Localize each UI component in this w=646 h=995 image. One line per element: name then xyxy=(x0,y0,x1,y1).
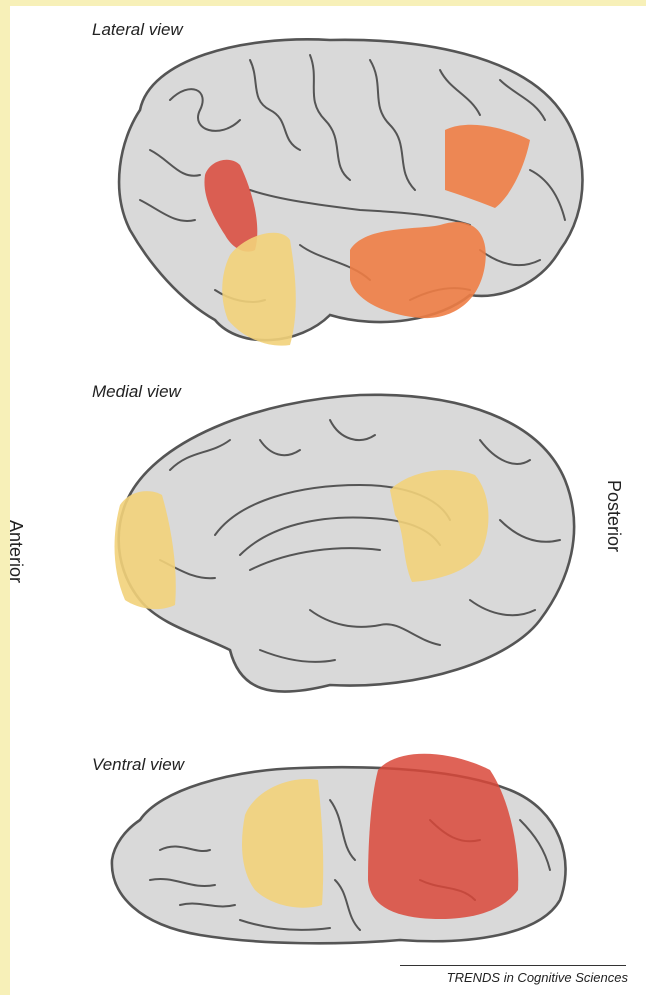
source-credit: TRENDS in Cognitive Sciences xyxy=(447,970,628,985)
footer-rule xyxy=(400,965,626,966)
ventral-brain-diagram xyxy=(0,0,646,960)
anterior-label: Anterior xyxy=(5,520,26,583)
posterior-label: Posterior xyxy=(603,480,624,552)
ventral-red-region xyxy=(368,754,518,919)
